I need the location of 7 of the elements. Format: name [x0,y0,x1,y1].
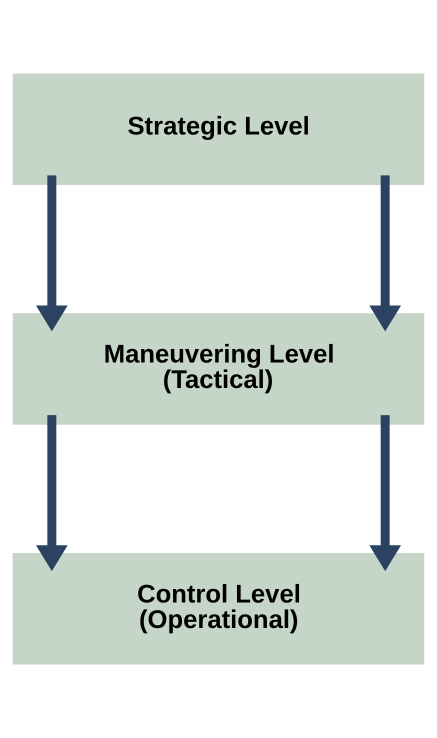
node-box: Maneuvering Level (Tactical) [12,313,424,425]
arrow [369,415,402,572]
arrow [36,415,68,572]
arrow [36,175,68,332]
node-box: Strategic Level [12,74,424,186]
node-box: Control Level (Operational) [12,552,424,664]
arrow [369,175,402,332]
